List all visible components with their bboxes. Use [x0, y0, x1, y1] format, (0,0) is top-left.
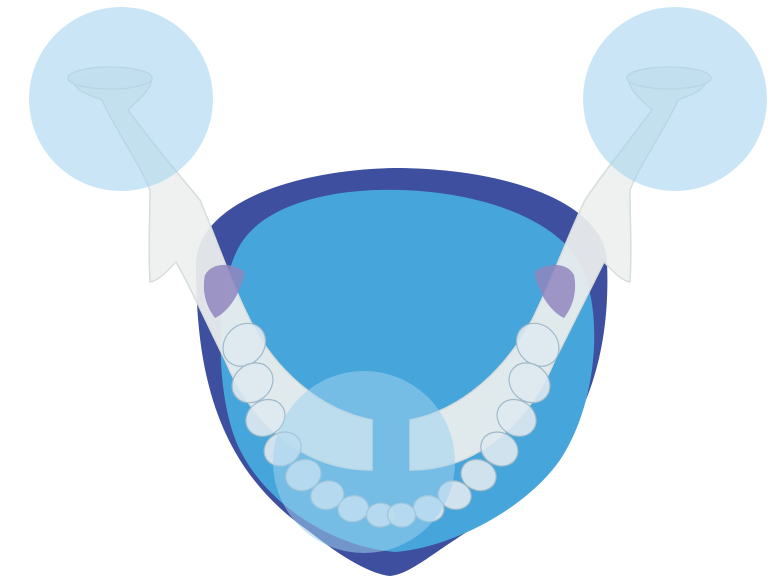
- left-condyle-zone[interactable]: [29, 7, 213, 191]
- right-condyle-zone[interactable]: [583, 7, 767, 191]
- chin-zone[interactable]: [273, 371, 455, 553]
